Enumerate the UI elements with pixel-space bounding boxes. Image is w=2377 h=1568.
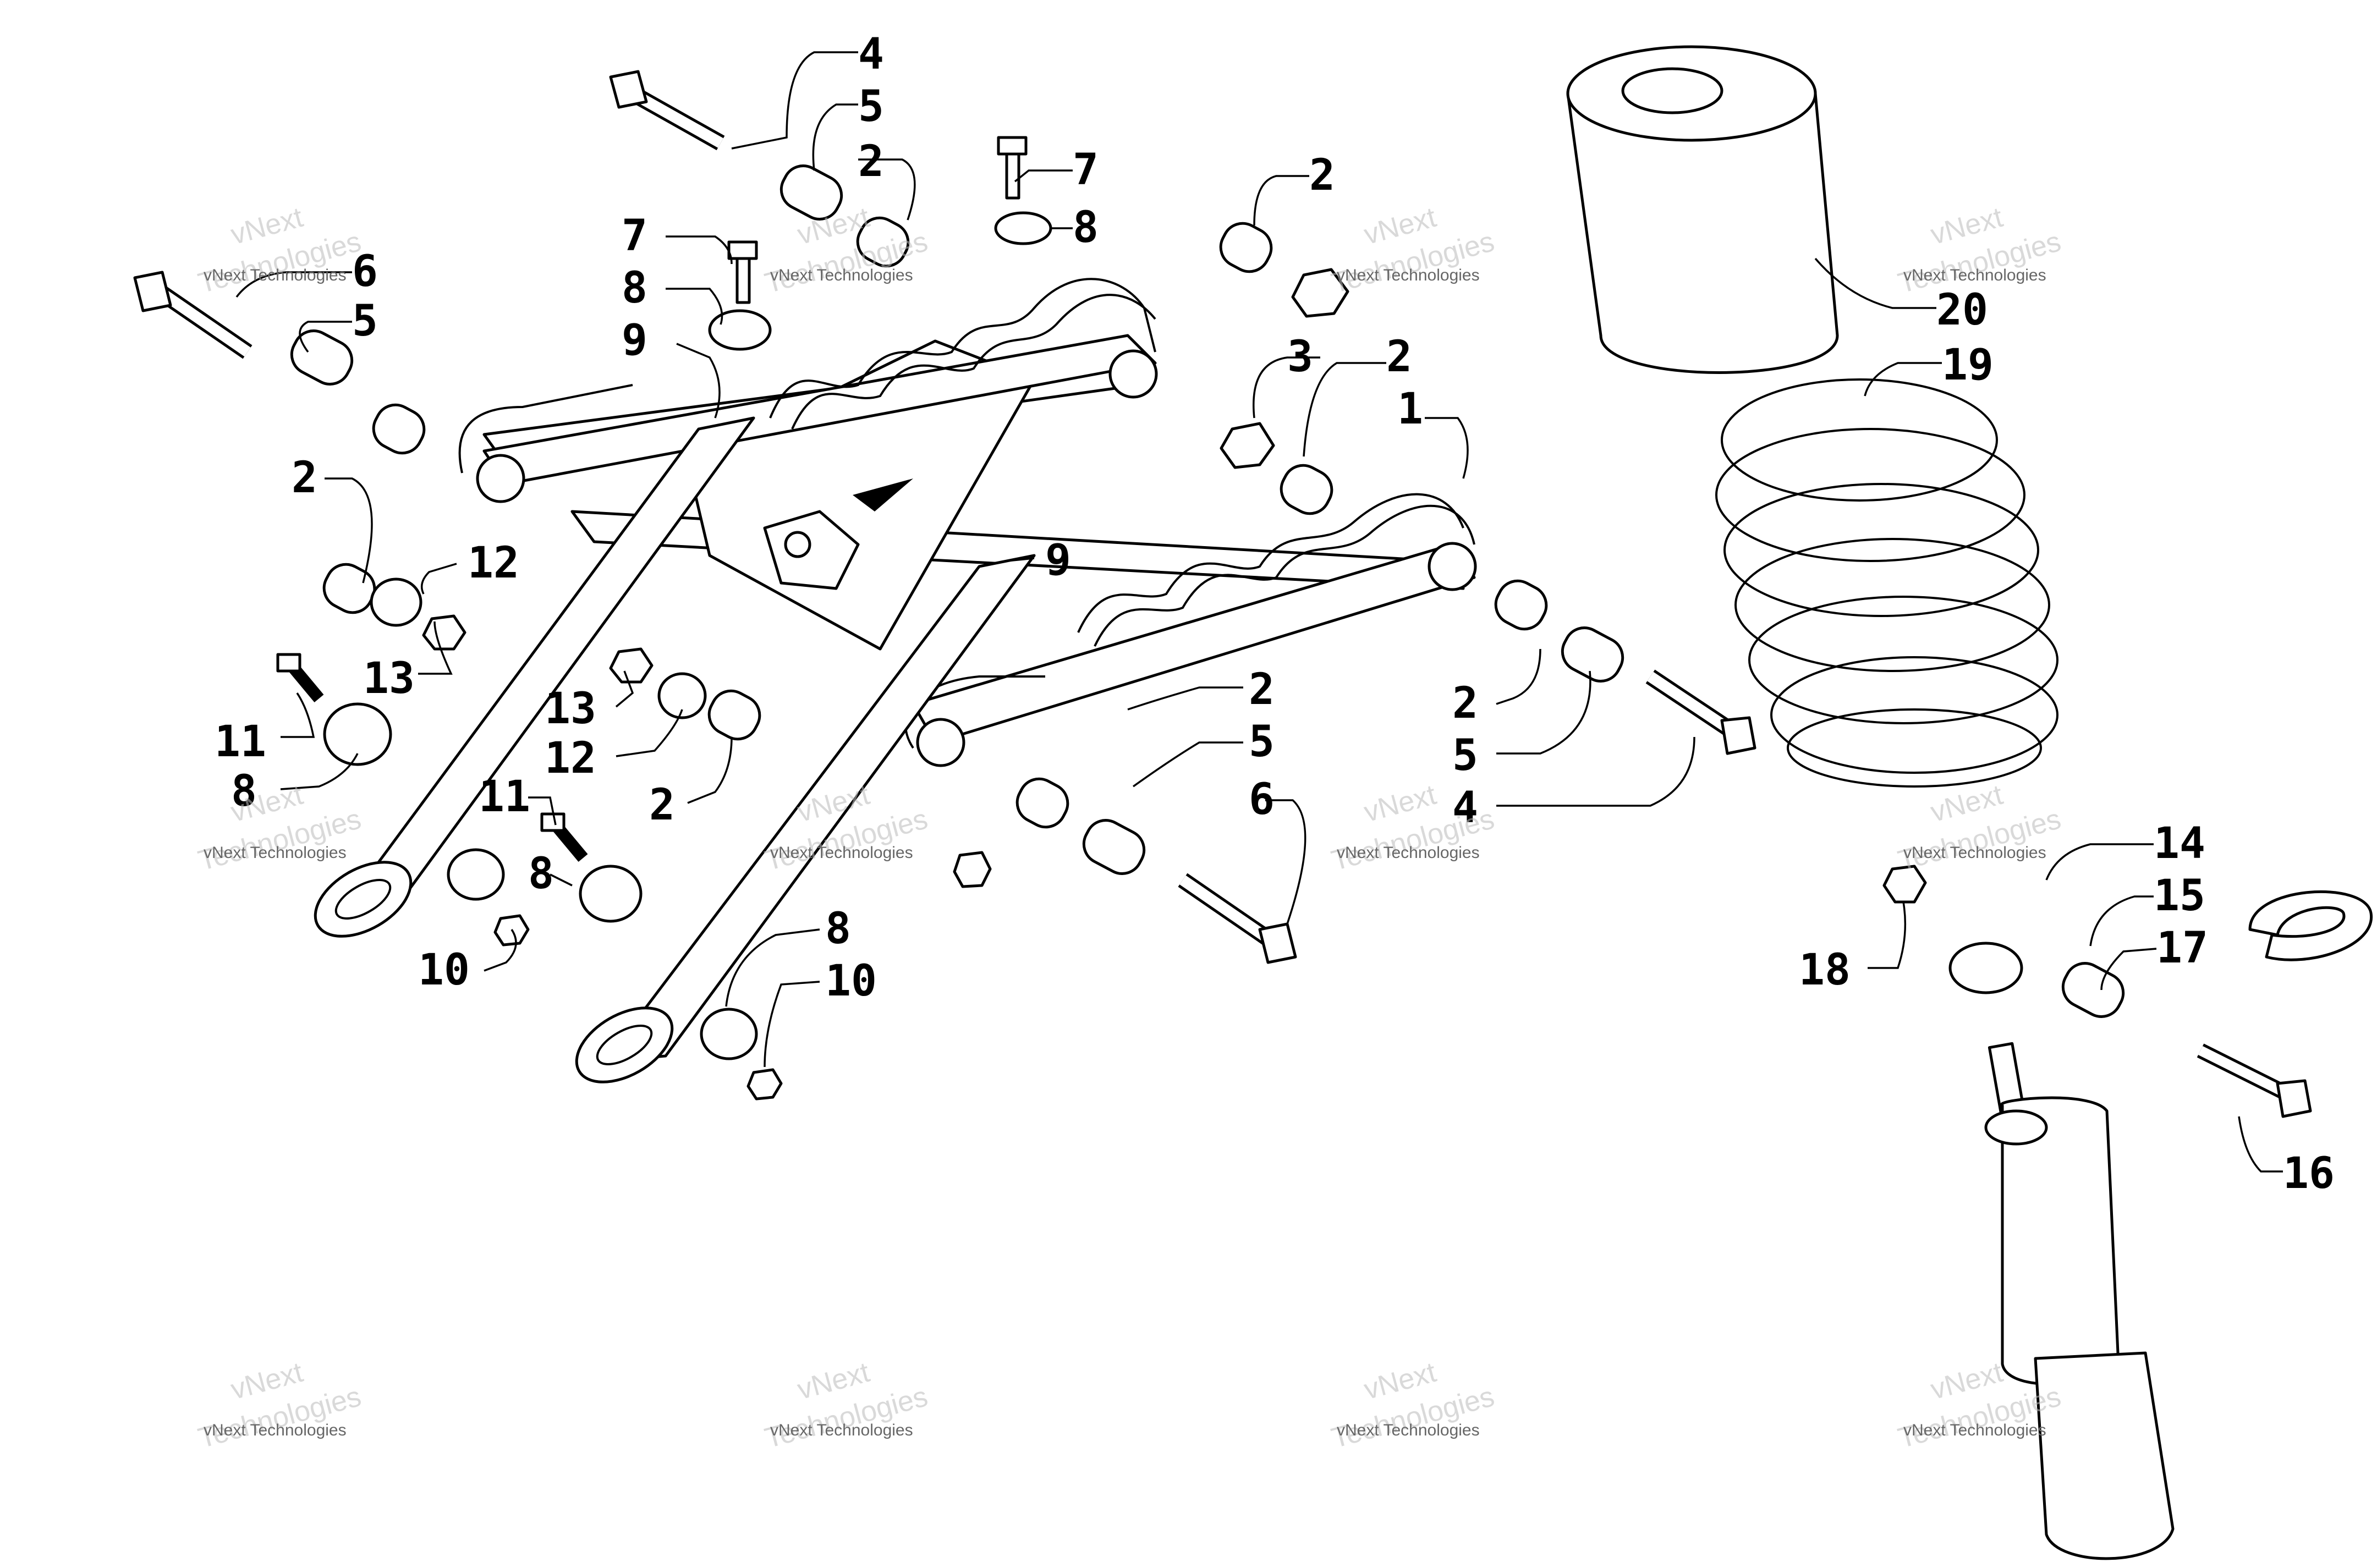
callout-5: 5	[352, 296, 378, 346]
shock-absorber	[1948, 942, 2175, 1560]
svg-text:vNext Technologies: vNext Technologies	[204, 1421, 347, 1439]
bolt-7-top	[997, 136, 1028, 200]
callout-12: 12	[468, 538, 519, 588]
svg-text:vNext Technologies: vNext Technologies	[1337, 844, 1480, 862]
bolt-11-left	[276, 653, 324, 703]
callout-5: 5	[858, 82, 884, 131]
svg-text:vNext Technologies: vNext Technologies	[1903, 844, 2046, 862]
callout-2: 2	[1249, 665, 1275, 714]
svg-text:vNext Technologies: vNext Technologies	[1337, 266, 1480, 284]
coil-spring	[1715, 378, 2058, 788]
callout-8: 8	[1073, 203, 1099, 252]
svg-text:vNext Technologies: vNext Technologies	[1337, 1421, 1480, 1439]
callout-20: 20	[1936, 285, 1988, 335]
callout-19: 19	[1942, 340, 1994, 390]
svg-text:vNext Technologies: vNext Technologies	[204, 844, 347, 862]
watermark: vNext Technologies vNext Technologies	[195, 1356, 364, 1455]
watermark: vNext Technologies vNext Technologies	[761, 1356, 931, 1455]
callout-2: 2	[649, 780, 675, 830]
callout-7: 7	[622, 211, 647, 261]
callout-6: 6	[1249, 775, 1275, 824]
svg-text:vNext Technologies: vNext Technologies	[770, 266, 913, 284]
svg-text:vNext Technologies: vNext Technologies	[770, 1421, 913, 1439]
svg-text:vNext Technologies: vNext Technologies	[1903, 1421, 2046, 1439]
parts-artwork	[133, 45, 2373, 1560]
svg-text:vNext Technologies: vNext Technologies	[1903, 266, 2046, 284]
callout-15: 15	[2154, 871, 2205, 921]
callout-labels: 4 5 2 7 8 2 20 19 6 5 7 8 9 3 2 1 2 12 9…	[215, 30, 2335, 1198]
watermark: vNext Technologies vNext Technologies	[1895, 201, 2064, 300]
callout-8: 8	[528, 849, 554, 899]
callout-8: 8	[622, 263, 647, 313]
watermark: vNext Technologies vNext Technologies	[1328, 201, 1497, 300]
svg-text:vNext Technologies: vNext Technologies	[204, 266, 347, 284]
right-side-arm	[575, 554, 1036, 1083]
callout-10: 10	[418, 945, 470, 995]
leader-lines	[235, 51, 2283, 1173]
retaining-clip	[2248, 890, 2373, 961]
bolt-6-front	[1178, 873, 1297, 964]
callout-5: 5	[1249, 717, 1275, 767]
callout-13: 13	[363, 654, 415, 703]
callout-9: 9	[622, 316, 647, 365]
callout-12: 12	[545, 734, 596, 783]
washers	[323, 211, 1052, 1060]
callout-11: 11	[215, 717, 266, 767]
callout-5: 5	[1452, 731, 1478, 780]
bump-stop	[1566, 45, 1839, 374]
callout-2: 2	[858, 137, 884, 186]
callout-4: 4	[858, 30, 884, 79]
bolt-16	[2197, 1043, 2312, 1118]
callout-8: 8	[825, 904, 851, 954]
left-side-arm	[314, 416, 755, 938]
watermark: vNext Technologies vNext Technologies	[195, 201, 364, 300]
callout-4: 4	[1452, 783, 1478, 833]
bolt-7-left	[727, 240, 758, 304]
callout-16: 16	[2283, 1149, 2335, 1198]
watermark: vNext Technologies vNext Technologies	[1895, 779, 2064, 877]
callout-3: 3	[1287, 332, 1313, 382]
watermark-layer: vNext Technologies vNext Technologies vN…	[195, 201, 2064, 1455]
nuts	[422, 268, 1927, 1101]
callout-2: 2	[292, 453, 317, 503]
callout-1: 1	[1397, 384, 1423, 434]
callout-6: 6	[352, 247, 378, 296]
callout-2: 2	[1452, 679, 1478, 728]
bolt-4-top	[609, 70, 725, 151]
swing-arm-frame	[458, 278, 1477, 767]
callout-7: 7	[1073, 145, 1099, 195]
callout-2: 2	[1386, 332, 1412, 382]
callout-9: 9	[1045, 536, 1071, 585]
watermark: vNext Technologies vNext Technologies	[195, 779, 364, 877]
watermark: vNext Technologies vNext Technologies	[761, 201, 931, 300]
callout-17: 17	[2156, 923, 2208, 973]
callout-10: 10	[825, 956, 877, 1006]
watermark: vNext Technologies vNext Technologies	[1328, 1356, 1497, 1455]
bolt-4-right	[1645, 669, 1756, 755]
callout-13: 13	[545, 684, 596, 734]
svg-text:vNext Technologies: vNext Technologies	[770, 844, 913, 862]
callout-18: 18	[1799, 945, 1851, 995]
callout-2: 2	[1309, 151, 1335, 200]
callout-8: 8	[231, 767, 257, 816]
bushings	[290, 164, 2125, 1018]
callout-11: 11	[479, 772, 530, 822]
callout-14: 14	[2154, 819, 2205, 868]
bolt-6-left	[133, 271, 252, 359]
